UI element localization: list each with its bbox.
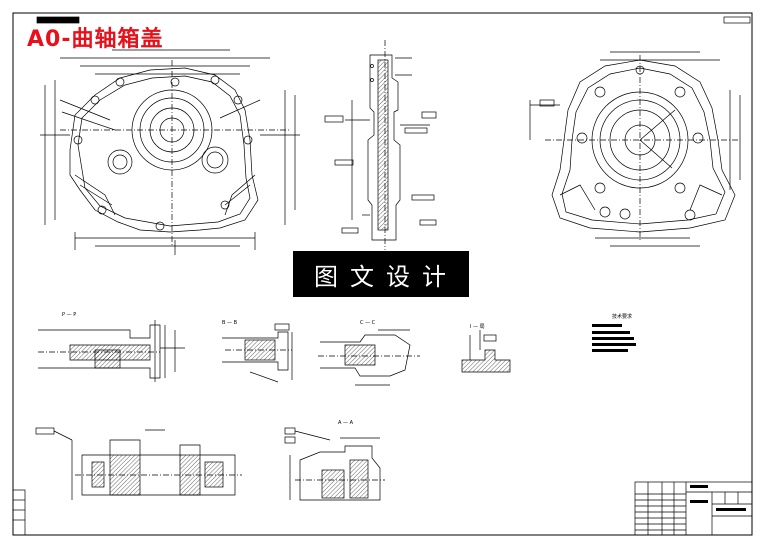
corner-label-box-right	[723, 16, 751, 24]
outer-frame	[12, 12, 753, 536]
main-view-right	[529, 51, 741, 247]
section-p-p	[38, 320, 185, 382]
corner-label-box	[36, 16, 80, 24]
section-b-b	[222, 323, 293, 383]
side-section-view	[324, 40, 437, 250]
binding-strip	[12, 489, 26, 536]
title-block	[634, 481, 753, 536]
detail-i	[461, 330, 511, 373]
tech-requirements	[592, 324, 636, 352]
label-section-b: B — B	[222, 320, 238, 326]
label-tech-requirements: 技术要求	[612, 314, 633, 320]
label-section-c: C — C	[360, 320, 376, 326]
section-a-a	[284, 427, 385, 501]
watermark-banner: 图文设计	[293, 251, 469, 297]
label-section-a: A — A	[338, 420, 354, 426]
label-section-p: P — P	[62, 312, 77, 318]
label-detail-i: I — 局	[470, 324, 485, 330]
section-bottom-left	[35, 427, 242, 500]
main-view-left	[40, 49, 300, 255]
drawing-title: A0-曲轴箱盖	[27, 27, 164, 52]
section-c-c	[318, 329, 420, 386]
